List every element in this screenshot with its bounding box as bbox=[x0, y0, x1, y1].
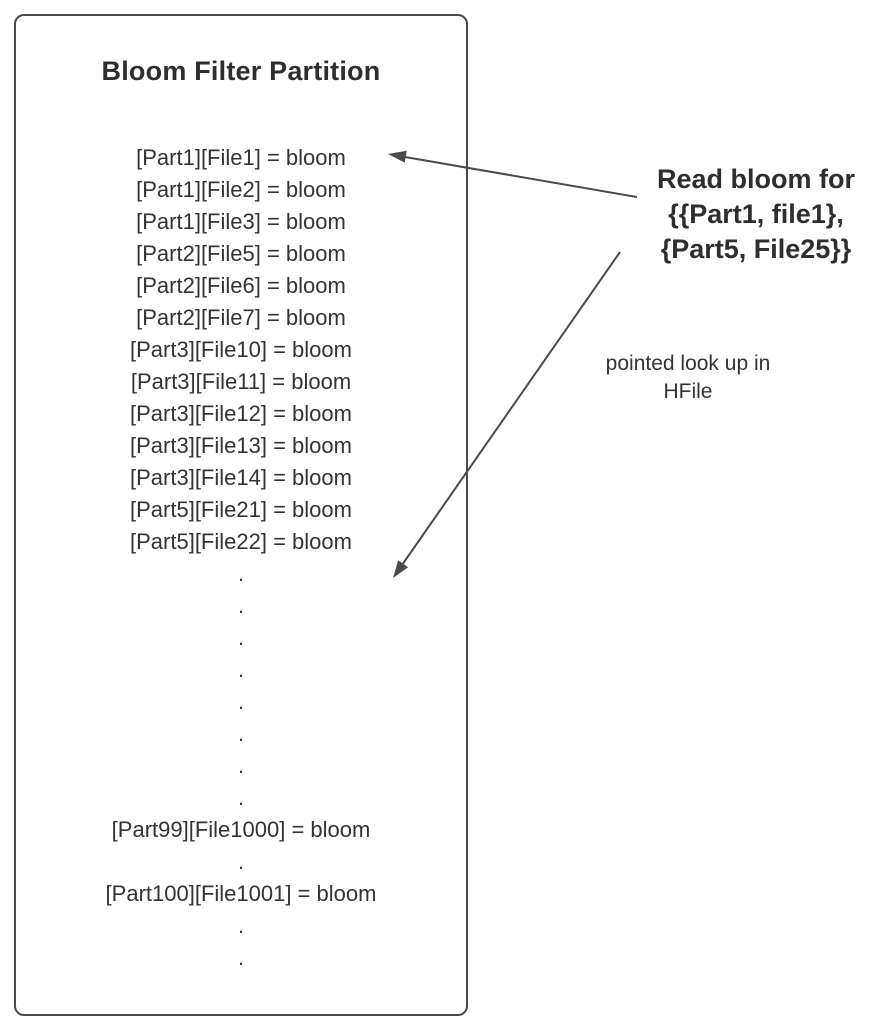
partition-entry: . bbox=[237, 849, 245, 874]
partition-entry: [Part1][File2] = bloom bbox=[136, 177, 346, 202]
bloom-filter-partition-box: Bloom Filter Partition [Part1][File1] = … bbox=[14, 14, 468, 1016]
partition-entry: . bbox=[237, 913, 245, 938]
partition-title: Bloom Filter Partition bbox=[101, 56, 381, 86]
partition-entry: . bbox=[237, 721, 245, 746]
partition-entry-list: [Part1][File1] = bloom [Part1][File2] = b… bbox=[16, 142, 466, 974]
partition-entry: [Part3][File13] = bloom bbox=[130, 433, 352, 458]
partition-entry: [Part99][File1000] = bloom bbox=[111, 817, 371, 842]
partition-entry: [Part3][File11] = bloom bbox=[130, 369, 352, 394]
partition-entry: [Part5][File22] = bloom bbox=[130, 529, 352, 554]
partition-entry: [Part3][File12] = bloom bbox=[130, 401, 352, 426]
partition-entry: . bbox=[237, 785, 245, 810]
partition-entry: . bbox=[237, 753, 245, 778]
partition-entry: [Part1][File3] = bloom bbox=[136, 209, 346, 234]
read-bloom-annotation: Read bloom for {{Part1, file1}, {Part5, … bbox=[656, 164, 855, 264]
partition-entry: [Part2][File6] = bloom bbox=[136, 273, 346, 298]
partition-entry: [Part2][File7] = bloom bbox=[136, 305, 346, 330]
partition-entry: . bbox=[237, 593, 245, 618]
partition-entry: [Part5][File21] = bloom bbox=[130, 497, 352, 522]
pointed-lookup-annotation: pointed look up in HFile bbox=[605, 352, 771, 403]
partition-entry: [Part100][File1001] = bloom bbox=[105, 881, 377, 906]
partition-entry: . bbox=[237, 625, 245, 650]
partition-entry: [Part2][File5] = bloom bbox=[136, 241, 346, 266]
partition-entry: [Part1][File1] = bloom bbox=[136, 145, 346, 170]
partition-entry: [Part3][File10] = bloom bbox=[130, 337, 352, 362]
partition-entry: . bbox=[237, 561, 245, 586]
partition-entry: . bbox=[237, 689, 245, 714]
partition-entry: . bbox=[237, 657, 245, 682]
partition-entry: . bbox=[237, 945, 245, 970]
partition-entry: [Part3][File14] = bloom bbox=[130, 465, 352, 490]
